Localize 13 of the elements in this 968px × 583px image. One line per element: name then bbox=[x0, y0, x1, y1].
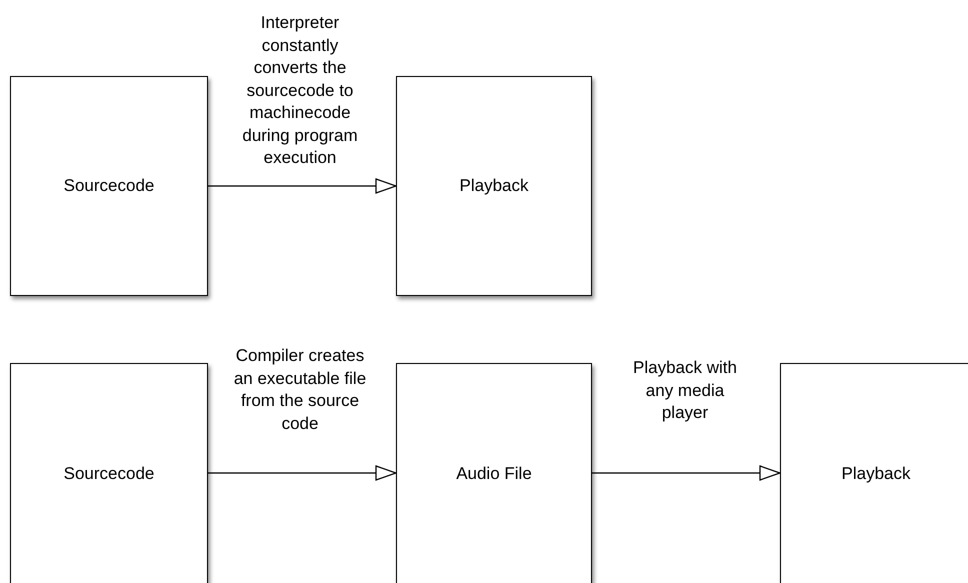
arrow bbox=[208, 178, 397, 194]
process-box bbox=[396, 363, 592, 583]
box-label: Playback bbox=[460, 176, 528, 196]
arrow bbox=[208, 465, 397, 481]
process-box bbox=[10, 76, 208, 296]
process-box bbox=[10, 363, 208, 583]
process-box bbox=[396, 76, 592, 296]
box-label: Playback bbox=[842, 464, 910, 484]
arrow bbox=[592, 465, 781, 481]
process-box bbox=[780, 363, 968, 583]
box-label: Sourcecode bbox=[64, 464, 154, 484]
box-label: Audio File bbox=[456, 464, 532, 484]
box-label: Sourcecode bbox=[64, 176, 154, 196]
